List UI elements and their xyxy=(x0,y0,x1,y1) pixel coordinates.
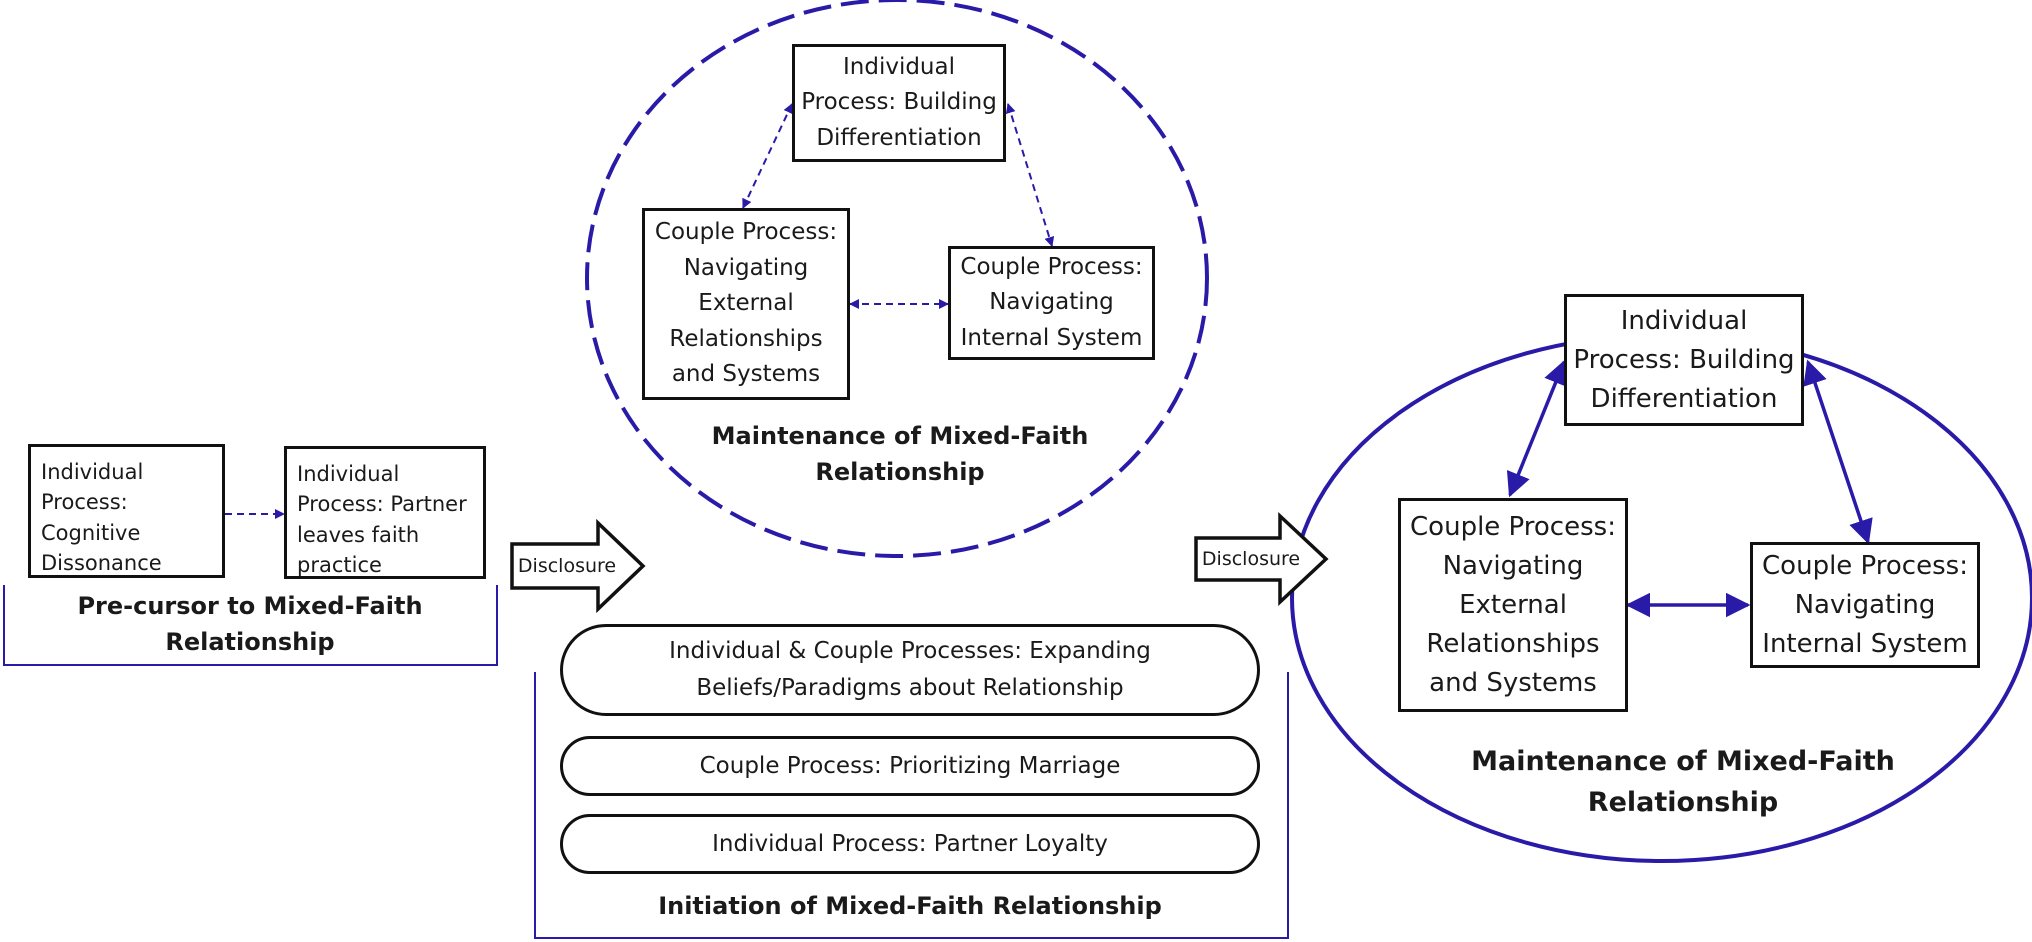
disclosure-arrow-1-shape xyxy=(510,518,646,614)
solid-box-external-relationships: Couple Process: Navigating External Rela… xyxy=(1398,498,1628,712)
dashed-box-external-relationships: Couple Process: Navigating External Rela… xyxy=(642,208,850,400)
solid-connector-top-left xyxy=(1506,359,1568,498)
dashed-maintenance-caption: Maintenance of Mixed-Faith Relationship xyxy=(711,422,1089,486)
solid-connector-top-right xyxy=(1803,359,1873,545)
initiation-pill-prioritizing-marriage: Couple Process: Prioritizing Marriage xyxy=(560,736,1260,796)
dashed-box-internal-system: Couple Process: Navigating Internal Syst… xyxy=(948,246,1155,360)
precursor-caption: Pre-cursor to Mixed-Faith Relationship xyxy=(77,592,423,656)
disclosure-arrow-2-shape xyxy=(1194,511,1329,607)
dashed-box-building-differentiation: Individual Process: Building Differentia… xyxy=(792,44,1006,162)
initiation-pill-expanding-beliefs: Individual & Couple Processes: Expanding… xyxy=(560,624,1260,716)
initiation-bracket xyxy=(534,672,1289,939)
maintenance-dashed-ellipse xyxy=(585,0,1209,558)
disclosure-label-1: Disclosure xyxy=(517,555,617,577)
disclosure-label-2: Disclosure xyxy=(1201,548,1301,570)
solid-box-building-differentiation: Individual Process: Building Differentia… xyxy=(1564,294,1804,426)
dashed-connector-top-right xyxy=(1005,103,1055,247)
initiation-pill-partner-loyalty: Individual Process: Partner Loyalty xyxy=(560,814,1260,874)
initiation-caption: Initiation of Mixed-Faith Relationship xyxy=(658,892,1162,920)
precursor-bracket xyxy=(3,585,498,666)
precursor-box-cognitive-dissonance: Individual Process: Cognitive Dissonance xyxy=(28,444,225,578)
solid-box-internal-system: Couple Process: Navigating Internal Syst… xyxy=(1750,542,1980,668)
solid-maintenance-caption: Maintenance of Mixed-Faith Relationship xyxy=(1471,746,1895,818)
dashed-connector-top-left xyxy=(742,103,793,209)
precursor-box-partner-leaves: Individual Process: Partner leaves faith… xyxy=(284,446,486,579)
